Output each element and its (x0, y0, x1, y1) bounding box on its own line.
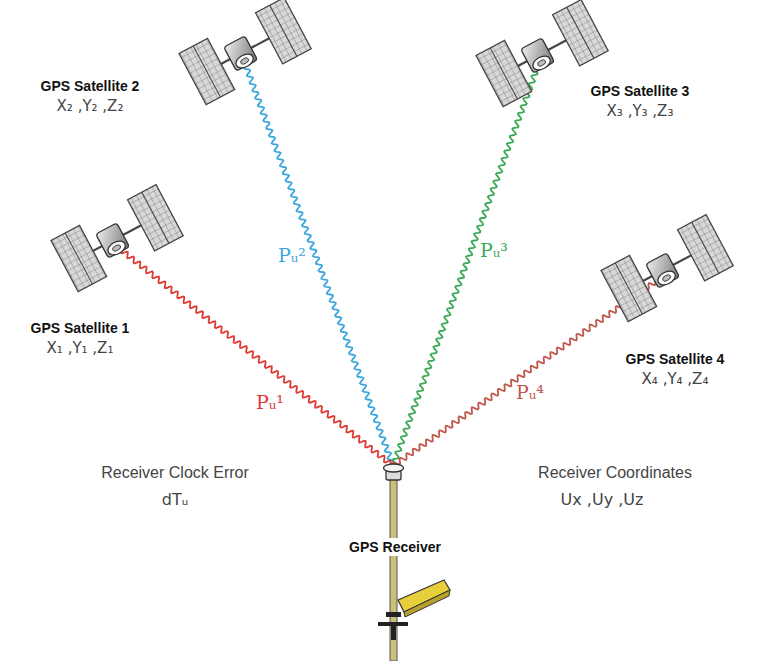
satellite-node: GPS Satellite 2X₂ ,Y₂ ,Z₂ (15, 5, 315, 125)
satellite-node: GPS Satellite 4X₄ ,Y₄ ,Z₄ (595, 210, 760, 400)
satellite-figure (476, 0, 608, 107)
signal-wave (241, 58, 393, 467)
label-column: GPS Satellite 1X₁ ,Y₁ ,Z₁ (5, 319, 155, 358)
pseudorange-label: Pᵤ³ (480, 239, 508, 261)
coordinate-text: X₃ ,Y₃ ,Z₃ (607, 101, 674, 121)
receiver-note: Receiver Clock Error (101, 464, 249, 482)
receiver-note: dTᵤ (162, 490, 188, 509)
node-title: GPS Satellite 3 (591, 82, 690, 100)
pseudorange-label: Pᵤ² (278, 244, 306, 266)
node-title: GPS Satellite 2 (41, 77, 140, 95)
coordinate-text: X₁ ,Y₁ ,Z₁ (47, 338, 114, 358)
satellite-node: GPS Satellite 3X₃ ,Y₃ ,Z₃ (480, 0, 710, 130)
node-title: GPS Satellite 4 (626, 350, 725, 368)
satellite-figure (179, 0, 311, 105)
satellite-node: GPS Satellite 1X₁ ,Y₁ ,Z₁ (5, 175, 185, 365)
coordinate-text: X₄ ,Y₄ ,Z₄ (642, 369, 709, 389)
receiver-note: Receiver Coordinates (538, 464, 692, 482)
coordinate-text: X₂ ,Y₂ ,Z₂ (57, 96, 124, 116)
signal-wave (393, 60, 541, 466)
node-title: GPS Satellite 1 (31, 319, 130, 337)
label-column: GPS Receiver (335, 538, 455, 556)
label-column: GPS Satellite 4X₄ ,Y₄ ,Z₄ (595, 350, 755, 389)
satellite-figure (51, 185, 183, 292)
signal-wave (115, 245, 393, 467)
node-title: GPS Receiver (346, 538, 444, 556)
label-column: GPS Satellite 3X₃ ,Y₃ ,Z₃ (575, 82, 705, 121)
receiver-figure (378, 464, 450, 661)
satellite-figure (601, 215, 733, 322)
pseudorange-label: Pᵤ⁴ (516, 381, 544, 403)
receiver-note: Ux ,Uy ,Uz (561, 490, 644, 509)
label-column: GPS Satellite 2X₂ ,Y₂ ,Z₂ (15, 77, 165, 116)
pseudorange-label: Pᵤ¹ (256, 391, 284, 413)
satellite-node: GPS Receiver (335, 455, 455, 565)
